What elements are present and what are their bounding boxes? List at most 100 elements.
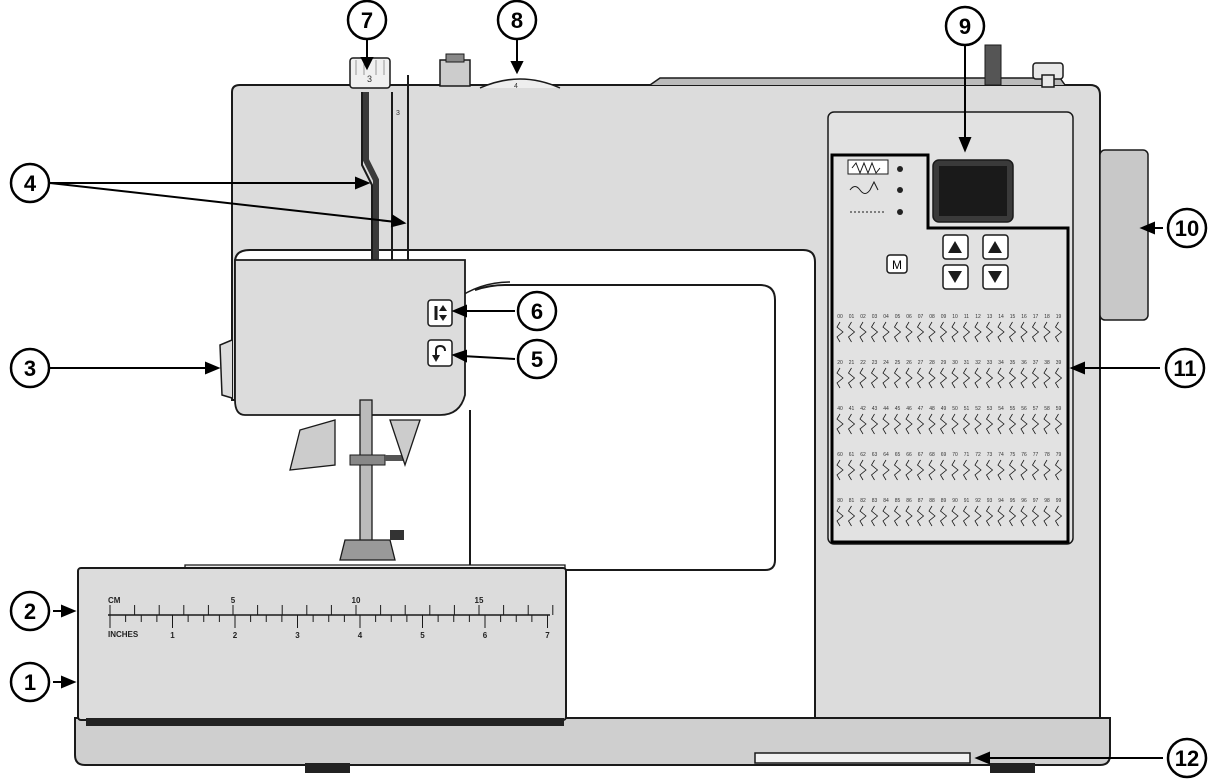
stitch-number-23: 23 <box>872 360 878 366</box>
stitch-pattern-21 <box>847 367 856 389</box>
memory-button[interactable]: M <box>886 254 908 274</box>
stitch-pattern-16 <box>1020 321 1028 343</box>
stitch-pattern-58 <box>1043 413 1051 435</box>
memory-button-label: M <box>892 258 902 272</box>
stitch-pattern-50 <box>951 413 959 435</box>
stitch-pattern-37 <box>1031 367 1040 389</box>
stitch-pattern-92 <box>974 505 982 527</box>
stitch-pattern-52 <box>974 413 982 435</box>
setting-up-button[interactable] <box>982 234 1009 260</box>
reverse-button[interactable] <box>427 339 453 367</box>
stitch-up-button[interactable] <box>942 234 969 260</box>
stitch-number-05: 05 <box>895 314 901 320</box>
stitch-pattern-54 <box>997 413 1005 435</box>
needle-head <box>234 259 466 416</box>
stitch-number-45: 45 <box>895 406 901 412</box>
stitch-pattern-01 <box>847 321 856 343</box>
stitch-number-71: 71 <box>964 452 970 458</box>
stitch-pattern-77 <box>1031 459 1040 481</box>
stitch-number-07: 07 <box>918 314 924 320</box>
stitch-pattern-74 <box>997 459 1005 481</box>
stitch-number-36: 36 <box>1021 360 1027 366</box>
stitch-pattern-48 <box>928 413 936 435</box>
stitch-number-17: 17 <box>1033 314 1039 320</box>
stitch-number-12: 12 <box>975 314 981 320</box>
stitch-number-40: 40 <box>837 406 843 412</box>
stitch-number-43: 43 <box>872 406 878 412</box>
stitch-number-76: 76 <box>1021 452 1027 458</box>
spool-pin <box>984 44 1002 86</box>
stitch-number-35: 35 <box>1010 360 1016 366</box>
stitch-pattern-90 <box>951 505 959 527</box>
extension-table[interactable] <box>77 567 567 726</box>
needle-up-down-button[interactable] <box>427 299 453 327</box>
stitch-pattern-05 <box>893 321 902 343</box>
presser-foot-assembly <box>289 399 421 561</box>
stitch-number-93: 93 <box>987 498 993 504</box>
stitch-number-82: 82 <box>860 498 866 504</box>
stitch-pattern-17 <box>1031 321 1040 343</box>
stitch-number-38: 38 <box>1044 360 1050 366</box>
stitch-number-50: 50 <box>952 406 958 412</box>
stitch-pattern-73 <box>985 459 994 481</box>
stitch-pattern-95 <box>1008 505 1017 527</box>
stitch-number-13: 13 <box>987 314 993 320</box>
ruler-inch-mark-3: 3 <box>295 631 300 640</box>
side-handwheel[interactable] <box>1099 149 1149 321</box>
stitch-pattern-41 <box>847 413 856 435</box>
stitch-pattern-57 <box>1031 413 1040 435</box>
stitch-number-08: 08 <box>929 314 935 320</box>
callout-8: 8 <box>496 0 538 41</box>
stitch-pattern-15 <box>1008 321 1017 343</box>
stitch-pattern-79 <box>1054 459 1063 481</box>
stitch-number-96: 96 <box>1021 498 1027 504</box>
callout-number-7: 7 <box>361 8 373 33</box>
callout-6: 6 <box>516 290 558 332</box>
stitch-number-29: 29 <box>941 360 947 366</box>
stitch-number-73: 73 <box>987 452 993 458</box>
stitch-pattern-68 <box>928 459 936 481</box>
stitch-pattern-89 <box>939 505 948 527</box>
stitch-pattern-65 <box>893 459 902 481</box>
stitch-pattern-09 <box>939 321 948 343</box>
stitch-pattern-02 <box>859 321 867 343</box>
stitch-down-button[interactable] <box>942 264 969 290</box>
stitch-number-16: 16 <box>1021 314 1027 320</box>
thread-guide-mark-3: 3 <box>396 110 400 117</box>
stitch-number-90: 90 <box>952 498 958 504</box>
stitch-number-21: 21 <box>849 360 855 366</box>
stitch-pattern-49 <box>939 413 948 435</box>
ruler-inch-mark-2: 2 <box>233 631 238 640</box>
stitch-pattern-83 <box>870 505 879 527</box>
arm-opening <box>469 284 776 571</box>
stitch-pattern-35 <box>1008 367 1017 389</box>
stitch-pattern-26 <box>905 367 913 389</box>
stitch-number-99: 99 <box>1056 498 1062 504</box>
stitch-number-39: 39 <box>1056 360 1062 366</box>
buttonhole-lever[interactable] <box>219 339 233 399</box>
stitch-pattern-00 <box>836 321 844 343</box>
stitch-number-74: 74 <box>998 452 1004 458</box>
storage-drawer[interactable] <box>754 752 971 764</box>
stitch-pattern-67 <box>916 459 925 481</box>
stitch-number-66: 66 <box>906 452 912 458</box>
setting-down-button[interactable] <box>982 264 1009 290</box>
stitch-number-25: 25 <box>895 360 901 366</box>
spool-holder <box>439 53 471 87</box>
stitch-pattern-91 <box>962 505 971 527</box>
stitch-number-52: 52 <box>975 406 981 412</box>
stitch-pattern-97 <box>1031 505 1040 527</box>
stitch-number-79: 79 <box>1056 452 1062 458</box>
stitch-number-98: 98 <box>1044 498 1050 504</box>
stitch-pattern-96 <box>1020 505 1028 527</box>
stitch-number-46: 46 <box>906 406 912 412</box>
stitch-pattern-46 <box>905 413 913 435</box>
handwheel[interactable]: 4 <box>479 78 561 90</box>
stitch-pattern-10 <box>951 321 959 343</box>
handwheel-mark: 4 <box>514 83 518 90</box>
ruler-inch-mark-7: 7 <box>545 631 550 640</box>
stitch-number-42: 42 <box>860 406 866 412</box>
stitch-number-28: 28 <box>929 360 935 366</box>
